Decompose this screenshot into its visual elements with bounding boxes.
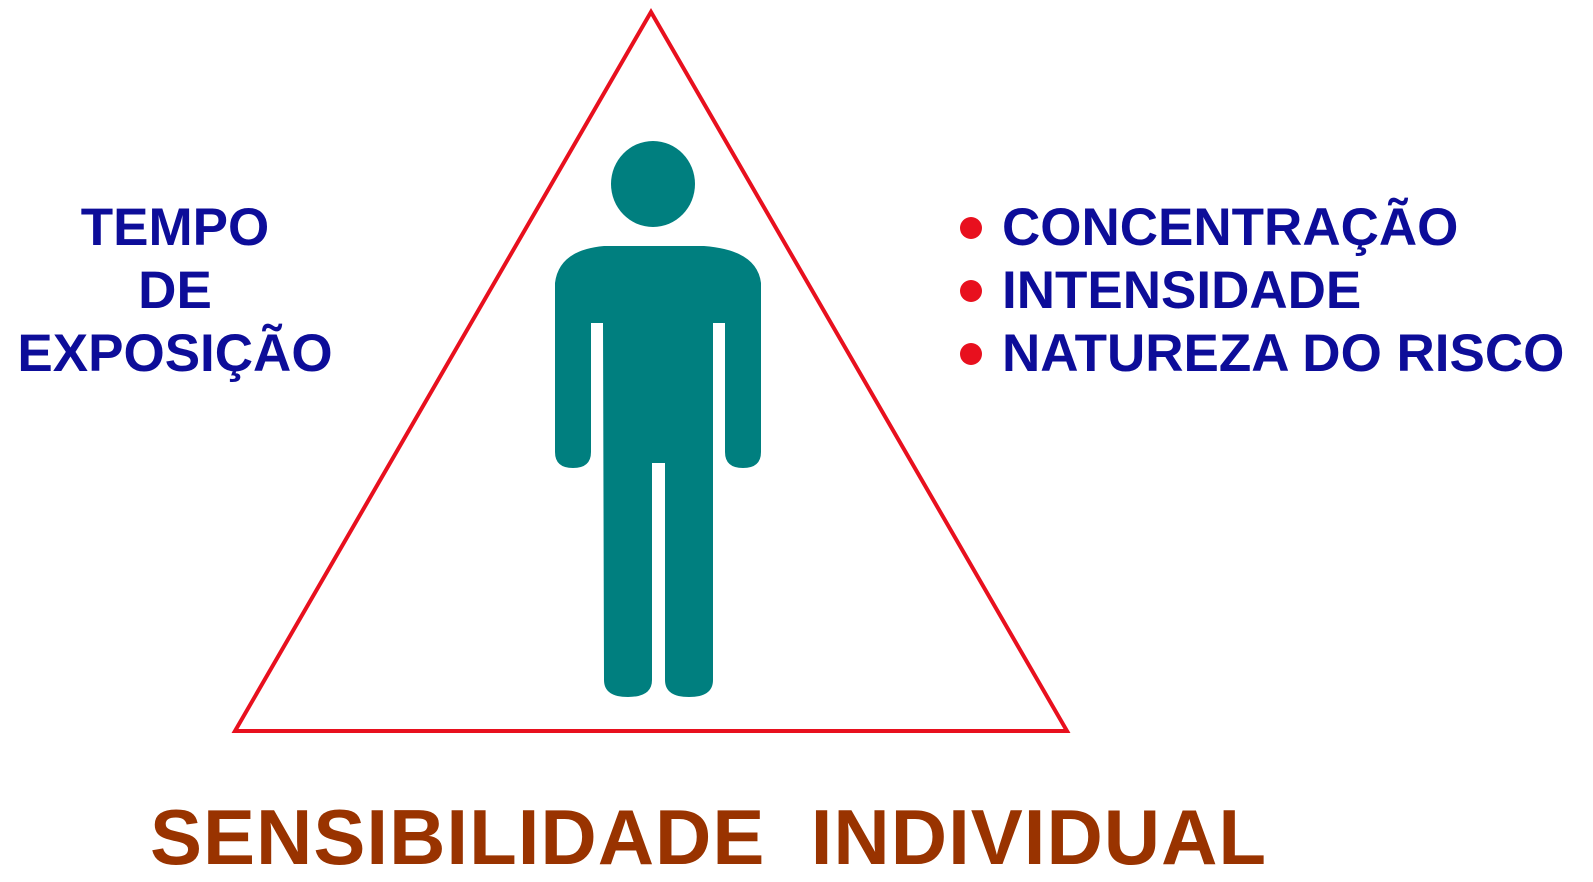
triangle-shape [231, 8, 1071, 733]
list-item: CONCENTRAÇÃO [956, 196, 1564, 259]
list-item-label: NATUREZA DO RISCO [1002, 324, 1565, 383]
individual-sensitivity-title: SENSIBILIDADE INDIVIDUAL [150, 793, 1268, 881]
bullet-dot-icon [960, 279, 982, 302]
list-item-label: CONCENTRAÇÃO [1002, 198, 1459, 257]
list-item: NATUREZA DO RISCO [956, 322, 1564, 385]
person-icon [555, 141, 761, 697]
list-item-label: INTENSIDADE [1002, 261, 1362, 320]
risk-factors-list: CONCENTRAÇÃO INTENSIDADE NATUREZA DO RIS… [956, 196, 1564, 385]
bullet-dot-icon [960, 342, 982, 365]
exposure-time-label: TEMPO DE EXPOSIÇÃO [0, 196, 350, 385]
left-label-line-1: TEMPO [80, 198, 270, 257]
bullet-dot-icon [960, 216, 982, 239]
left-label-line-3: EXPOSIÇÃO [17, 324, 333, 383]
list-item: INTENSIDADE [956, 259, 1564, 322]
left-label-line-2: DE [138, 261, 212, 320]
